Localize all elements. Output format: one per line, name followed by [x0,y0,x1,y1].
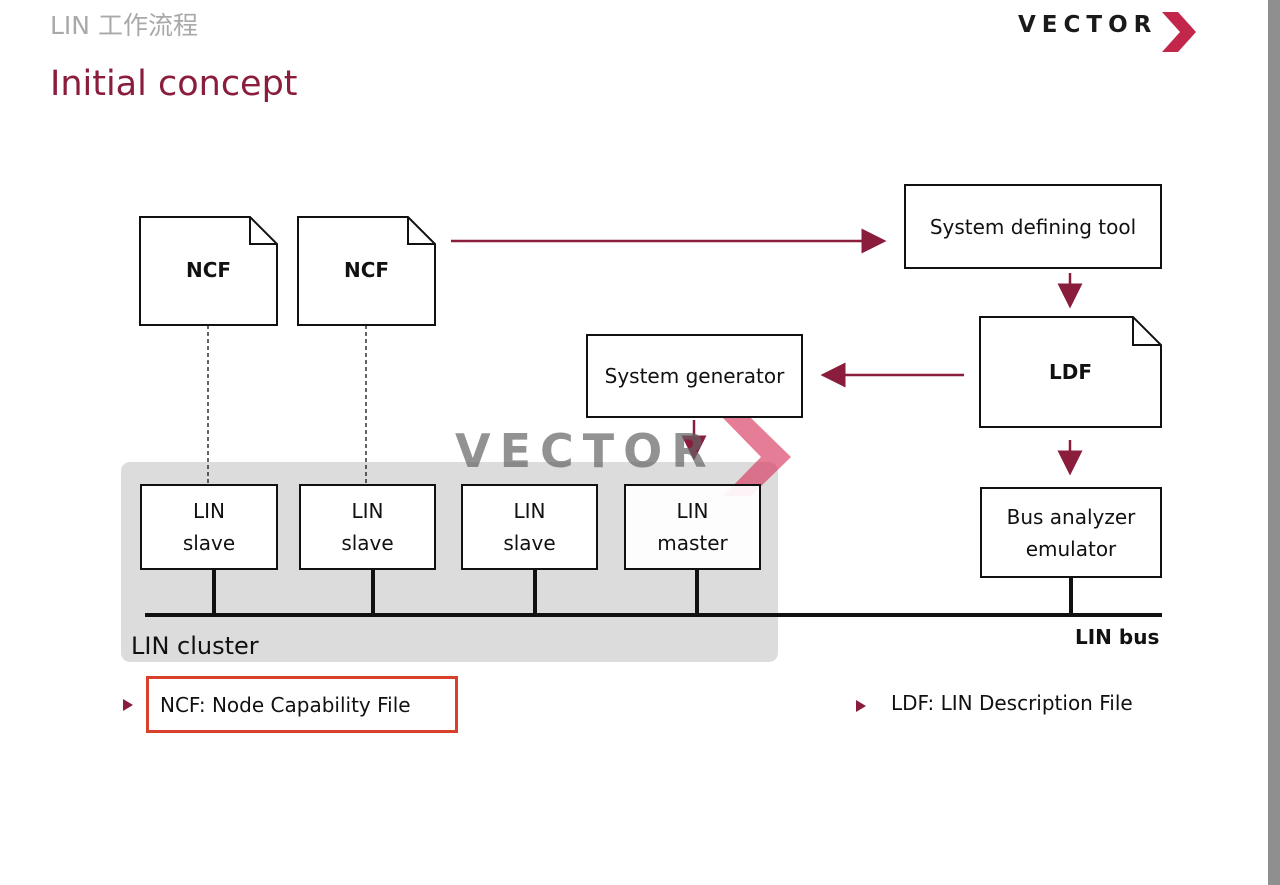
system-generator-box: System generator [586,334,803,418]
watermark-text: VECTOR [455,424,716,478]
ncf-document-icon [139,216,278,326]
node-label-line2: slave [182,531,236,555]
ldf-label: LDF [1048,360,1092,384]
watermark-chevron-icon [723,418,791,496]
node-label-line2: slave [341,531,394,555]
lin-slave-node: LIN slave [461,484,598,570]
vector-logo: VECTOR [1018,12,1196,52]
lin-master-node: LIN master [624,484,761,570]
bullet-icon [123,699,133,711]
breadcrumb: LIN 工作流程 [50,11,198,40]
vector-watermark: VECTOR [455,418,800,498]
lin-cluster-label: LIN cluster [131,632,259,660]
node-label-line1: LIN [676,499,709,523]
node-label-line1: LIN [192,499,225,523]
system-defining-tool-label: System defining tool [929,214,1137,239]
lin-slave-node: LIN slave [140,484,278,570]
lin-slave-node: LIN slave [299,484,436,570]
page-title: Initial concept [50,64,298,104]
analyzer-label-line2: emulator [1025,536,1117,561]
bullet-icon [856,700,866,712]
logo-chevron-icon [1162,12,1196,52]
ldf-note-text: LDF: LIN Description File [891,691,1133,715]
node-label-line1: LIN [513,499,546,523]
node-label-line1: LIN [351,499,384,523]
ncf-note-text: NCF: Node Capability File [160,692,411,717]
ncf-label: NCF [343,258,390,282]
node-label-line2: master [657,531,728,555]
ncf-note: NCF: Node Capability File [146,676,458,733]
ldf-document-icon [979,316,1162,428]
bus-analyzer-emulator-box: Bus analyzer emulator [980,487,1162,578]
system-generator-label: System generator [604,364,785,388]
lin-bus-label: LIN bus [1075,625,1160,649]
analyzer-label-line1: Bus analyzer [1006,504,1136,529]
logo-text: VECTOR [1018,12,1158,38]
ncf-label: NCF [185,258,232,282]
window-edge [1268,0,1280,885]
ncf-document-icon [297,216,436,326]
system-defining-tool-box: System defining tool [904,184,1162,269]
node-label-line2: slave [503,531,556,555]
